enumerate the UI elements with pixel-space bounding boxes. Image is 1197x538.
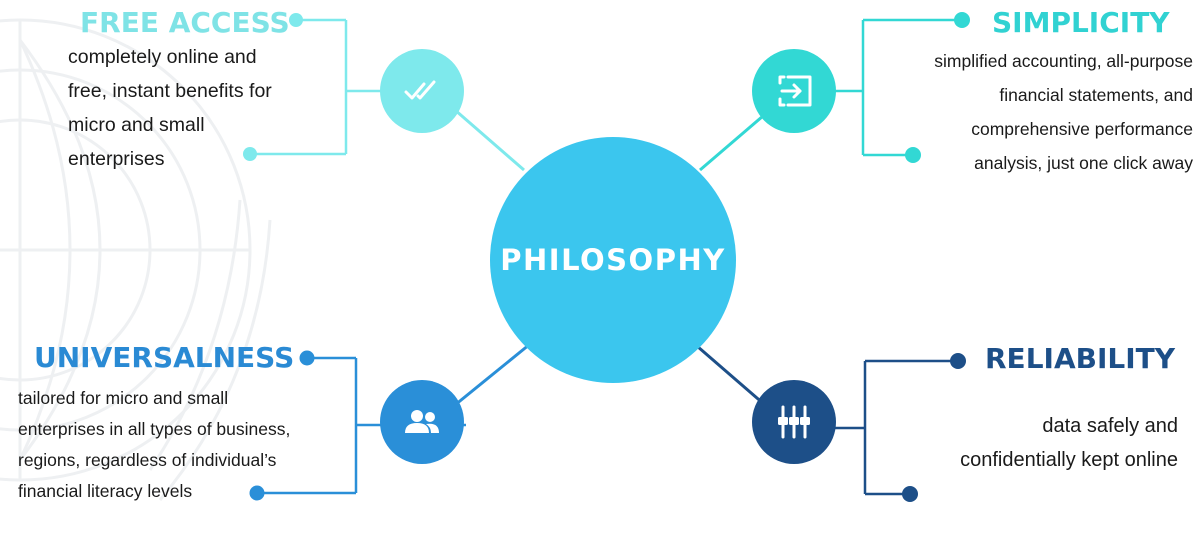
sliders-icon [778, 405, 810, 439]
description-line: enterprises [68, 148, 165, 170]
universalness-title: UNIVERSALNESS [34, 341, 295, 374]
description-line: micro and small [68, 114, 205, 136]
spoke-free-access [454, 108, 525, 172]
description-line: enterprises in all types of business, [18, 419, 291, 439]
description-line: completely online and [68, 46, 257, 68]
users-icon [405, 410, 439, 433]
description-line: comprehensive performance [971, 119, 1193, 139]
description-line: tailored for micro and small [18, 388, 229, 408]
free-access-title: FREE ACCESS [80, 6, 290, 39]
description-line: free, instant benefits for [68, 80, 272, 102]
description-line: analysis, just one click away [974, 153, 1193, 173]
bracket-universalness [249, 350, 466, 501]
reliability-description: data safely and confidentially kept onli… [910, 409, 1178, 477]
spoke-reliability [689, 338, 766, 407]
description-line: confidentially kept online [960, 449, 1178, 471]
description-line: simplified accounting, all-purpose [934, 51, 1193, 71]
bracket-simplicity [834, 12, 970, 163]
free-access-description: completely online and free, instant bene… [68, 40, 272, 176]
reliability-node [752, 380, 836, 464]
watermark-emblem [0, 18, 272, 501]
double-check-icon [404, 80, 436, 100]
universalness-description: tailored for micro and small enterprises… [18, 383, 290, 507]
reliability-title: RELIABILITY [985, 342, 1176, 375]
sign-in-icon [778, 75, 812, 107]
free-access-node [380, 49, 464, 133]
bracket-reliability [834, 353, 966, 502]
description-line: regions, regardless of individual’s [18, 450, 277, 470]
description-line: financial statements, and [999, 85, 1193, 105]
philosophy-center: PHILOSOPHY [490, 137, 736, 383]
simplicity-description: simplified accounting, all-purpose finan… [880, 44, 1193, 180]
spoke-universalness [454, 338, 536, 407]
spoke-simplicity [699, 108, 771, 172]
description-line: data safely and [1042, 415, 1178, 437]
universalness-node [380, 380, 464, 464]
simplicity-node [752, 49, 836, 133]
simplicity-title: SIMPLICITY [992, 6, 1170, 39]
bracket-free-access [243, 13, 382, 161]
description-line: financial literacy levels [18, 481, 193, 501]
center-label: PHILOSOPHY [500, 243, 726, 277]
